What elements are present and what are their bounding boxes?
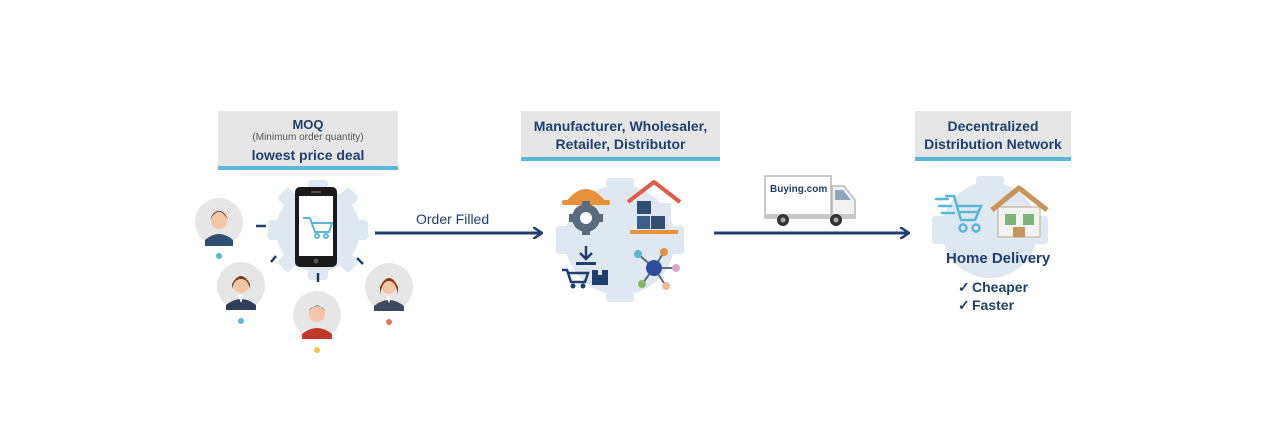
- warehouse-icon: [626, 180, 682, 234]
- benefit-faster: ✓Faster: [958, 297, 1014, 314]
- network-line-1: Decentralized: [947, 118, 1039, 134]
- truck-brand-label: Buying.com: [770, 184, 828, 195]
- supply-chain-label-box: Manufacturer, Wholesaler, Retailer, Dist…: [521, 111, 720, 161]
- supply-chain-line-1: Manufacturer, Wholesaler,: [533, 118, 708, 134]
- avatar-user-2: [217, 262, 265, 324]
- cart-logo-icon: [934, 194, 983, 233]
- benefit-faster-label: Faster: [972, 297, 1015, 313]
- network-label-box: Decentralized Distribution Network: [915, 111, 1071, 161]
- benefit-cheaper-label: Cheaper: [972, 279, 1029, 295]
- order-filled-label: Order Filled: [416, 211, 490, 227]
- smartphone-icon: [295, 187, 337, 267]
- moq-deal: lowest price deal: [251, 147, 365, 163]
- moq-subtitle: (Minimum order quantity): [252, 132, 364, 143]
- home-delivery-title: Home Delivery: [946, 250, 1051, 267]
- avatar-user-3: [293, 291, 341, 353]
- cart-download-icon: [562, 246, 608, 289]
- delivery-truck-icon: [764, 175, 856, 226]
- distribution-network-icon: [634, 248, 680, 290]
- manufacturer-gear-helmet-icon: [562, 189, 610, 235]
- check-icon: ✓: [958, 297, 970, 313]
- moq-title: MOQ: [292, 117, 324, 132]
- check-icon: ✓: [958, 279, 970, 295]
- house-icon: [990, 185, 1049, 238]
- avatar-user-4: [365, 263, 413, 325]
- benefit-cheaper: ✓Cheaper: [958, 279, 1028, 296]
- moq-label-box: MOQ (Minimum order quantity) lowest pric…: [218, 111, 398, 170]
- connector-lines: [256, 224, 364, 282]
- supply-chain-line-2: Retailer, Distributor: [555, 136, 686, 152]
- avatar-user-1: [195, 198, 243, 259]
- network-line-2: Distribution Network: [924, 136, 1062, 152]
